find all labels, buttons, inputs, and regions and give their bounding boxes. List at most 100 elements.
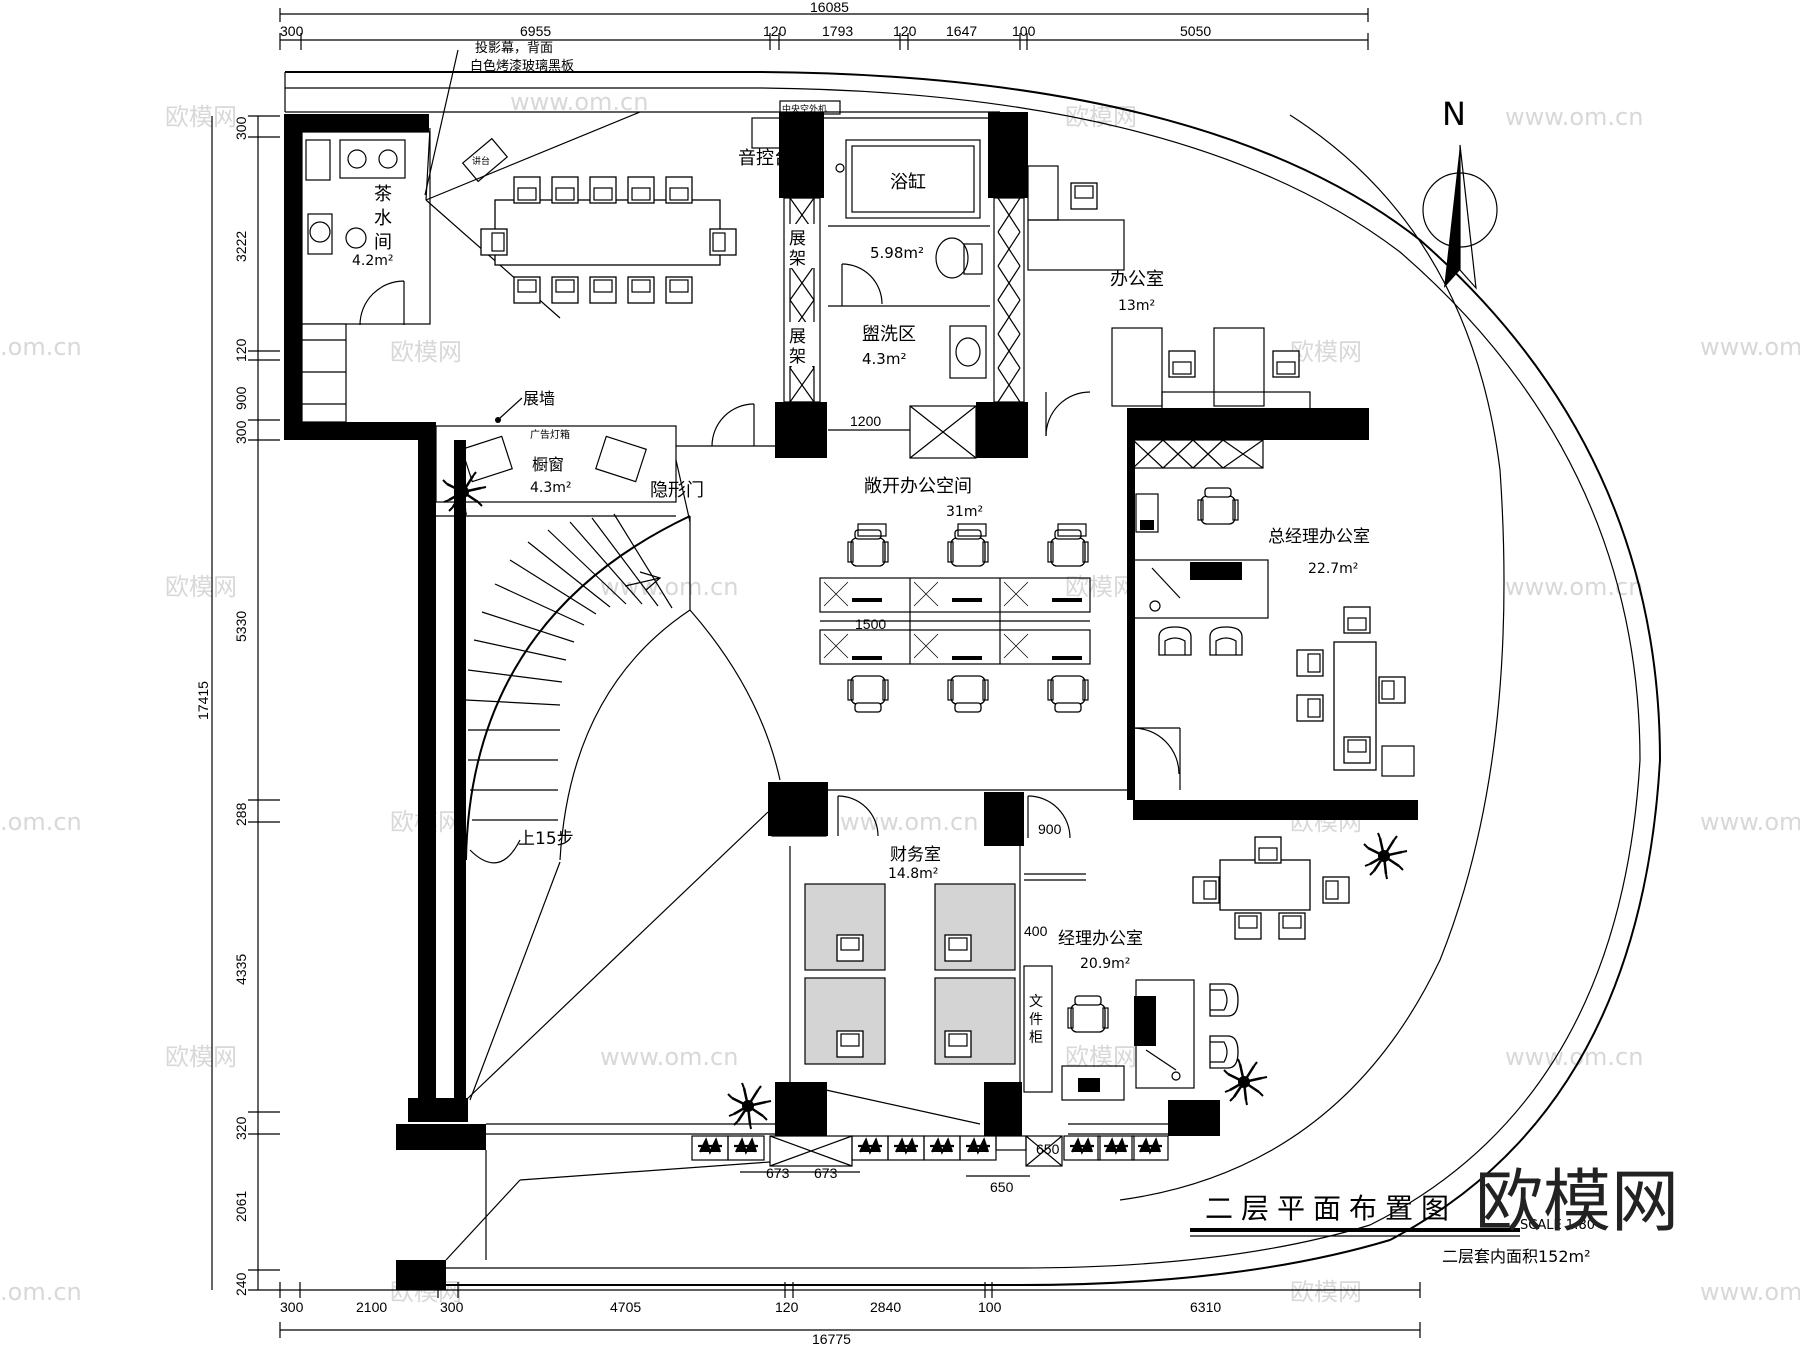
dim-bottom: 300	[440, 1299, 464, 1315]
finance-room-area: 14.8m²	[888, 866, 938, 882]
scale-label: SCALE 1:80	[1520, 1218, 1595, 1233]
watermark: www.om.cn	[840, 808, 978, 836]
dim-bottom: 120	[775, 1299, 799, 1315]
dim-left: 5330	[233, 611, 249, 642]
meeting-room: 讲台 音控台 投影幕，背面 白色烤漆玻璃黑板 中央空外机	[424, 40, 990, 319]
watermark: .om.cn	[0, 1278, 82, 1306]
tea-room-label: 间	[374, 232, 392, 253]
bathtub-label: 浴缸	[890, 171, 926, 193]
dim-650: 650	[990, 1179, 1014, 1195]
walls	[284, 114, 1418, 1290]
dim-400: 400	[1024, 923, 1048, 939]
audio-console-label: 音控台	[738, 148, 792, 169]
dim-top: 1793	[822, 23, 853, 39]
dim-left: 300	[233, 116, 249, 140]
watermark: www.om.cn	[1700, 808, 1800, 836]
dim-left: 320	[233, 1116, 249, 1140]
dim-left: 2061	[233, 1191, 249, 1222]
dim-1500: 1500	[855, 616, 886, 632]
watermarks: 欧模网 www.om.cn 欧模网 www.om.cn .om.cn 欧模网 欧…	[0, 88, 1800, 1306]
dim-left-total: 17415	[195, 681, 211, 720]
watermark: 欧模网	[1065, 1043, 1137, 1071]
shelf-label: 架	[789, 347, 806, 367]
cabinet-label: 柜	[1029, 1030, 1043, 1046]
window-label: 橱窗	[532, 455, 564, 474]
watermark: www.om.cn	[1700, 1278, 1800, 1306]
dim-bottom: 4705	[610, 1299, 641, 1315]
dim-top: 100	[1012, 23, 1036, 39]
title-block: 二层平面布置图 SCALE 1:80 二层套内面积152m² 欧模网	[1190, 1163, 1679, 1266]
cabinet-label: 件	[1029, 1012, 1043, 1028]
projection-note: 白色烤漆玻璃黑板	[470, 58, 574, 74]
dim-top: 6955	[520, 23, 551, 39]
office-area: 13m²	[1118, 298, 1155, 314]
dim-bottom: 2840	[870, 1299, 901, 1315]
dim-top: 300	[280, 23, 304, 39]
dim-top-total: 16085	[810, 0, 849, 15]
dim-left: 240	[233, 1272, 249, 1296]
projection-note: 投影幕，背面	[475, 40, 553, 56]
tea-room: 茶 水 间 4.2m²	[301, 131, 431, 423]
dim-650: 650	[1036, 1141, 1060, 1157]
window-area: 4.3m²	[530, 480, 572, 496]
dim-bottom: 2100	[356, 1299, 387, 1315]
bottom-dimensions: 300 2100 300 4705 120 2840 100 6310 1677…	[279, 1282, 1421, 1347]
dim-673: 673	[766, 1165, 790, 1181]
display-shelf: 展 架 展 架	[783, 197, 1025, 403]
drawing-title: 二层平面布置图	[1205, 1192, 1457, 1225]
dim-top: 120	[763, 23, 787, 39]
office-13: 办公室 13m²	[1027, 165, 1311, 437]
gm-office-area: 22.7m²	[1308, 561, 1358, 577]
dim-bottom-total: 16775	[812, 1331, 851, 1347]
north-label: N	[1442, 95, 1466, 133]
display-wall-label: 展墙	[523, 389, 555, 408]
shelf-label: 展	[789, 229, 806, 249]
watermark: www.om.cn	[510, 88, 648, 116]
watermark: .om.cn	[0, 333, 82, 361]
shelf-label: 架	[789, 249, 806, 269]
watermark: 欧模网	[165, 1043, 237, 1071]
dim-top: 1647	[946, 23, 977, 39]
lectern-label: 讲台	[472, 155, 490, 167]
columns	[768, 112, 1220, 1136]
dim-left: 3222	[233, 231, 249, 262]
watermark: 欧模网	[165, 573, 237, 601]
spiral-stairs: 上15步	[465, 513, 781, 1101]
watermark: 欧模网	[1290, 338, 1362, 366]
tea-room-label: 水	[374, 208, 392, 229]
dim-top: 120	[893, 23, 917, 39]
dim-left: 120	[233, 338, 249, 362]
balcony: 673 673 650 650	[445, 1081, 1170, 1261]
watermark: www.om.cn	[600, 1043, 738, 1071]
top-dimensions: 16085 300 6955 120 1793 120 1647 100 505…	[279, 0, 1369, 50]
finance-room-label: 财务室	[890, 845, 941, 865]
ad-light-label: 广告灯箱	[530, 428, 570, 441]
shelf-label: 展	[789, 327, 806, 347]
manager-office-area: 20.9m²	[1080, 956, 1130, 972]
gm-office-label: 总经理办公室	[1268, 527, 1370, 547]
dim-top: 5050	[1180, 23, 1211, 39]
open-office-area: 31m²	[946, 504, 983, 520]
hidden-door-label: 隐形门	[650, 480, 704, 501]
building-shell	[284, 71, 1662, 1286]
dim-900: 900	[1038, 821, 1062, 837]
bath-area: 5.98m²	[870, 244, 924, 262]
washroom-label: 盥洗区	[862, 324, 916, 345]
watermark: 欧模网	[165, 103, 237, 131]
gm-office: 总经理办公室 22.7m²	[1132, 439, 1415, 790]
dim-left: 300	[233, 420, 249, 444]
finance-room: 财务室 14.8m² 900 400	[771, 785, 1086, 1082]
dim-left: 4335	[233, 954, 249, 985]
bathroom: 浴缸 5.98m² 盥洗区 4.3m² 1200	[828, 139, 990, 459]
manager-office-label: 经理办公室	[1058, 929, 1143, 949]
office-label: 办公室	[1110, 269, 1164, 290]
left-dimensions: 17415 300 3222 120 900 300 5330 288 4335…	[195, 115, 280, 1296]
tea-room-label: 茶	[374, 184, 392, 205]
watermark: 欧模网	[1290, 1278, 1362, 1306]
dim-left: 900	[233, 386, 249, 410]
tea-room-area: 4.2m²	[352, 253, 394, 269]
watermark: www.om.cn	[1700, 333, 1800, 361]
north-arrow: N	[1422, 95, 1498, 290]
watermark: 欧模网	[1065, 103, 1137, 131]
display-window: 展墙 广告灯箱 橱窗 4.3m² 隐形门	[435, 389, 780, 523]
